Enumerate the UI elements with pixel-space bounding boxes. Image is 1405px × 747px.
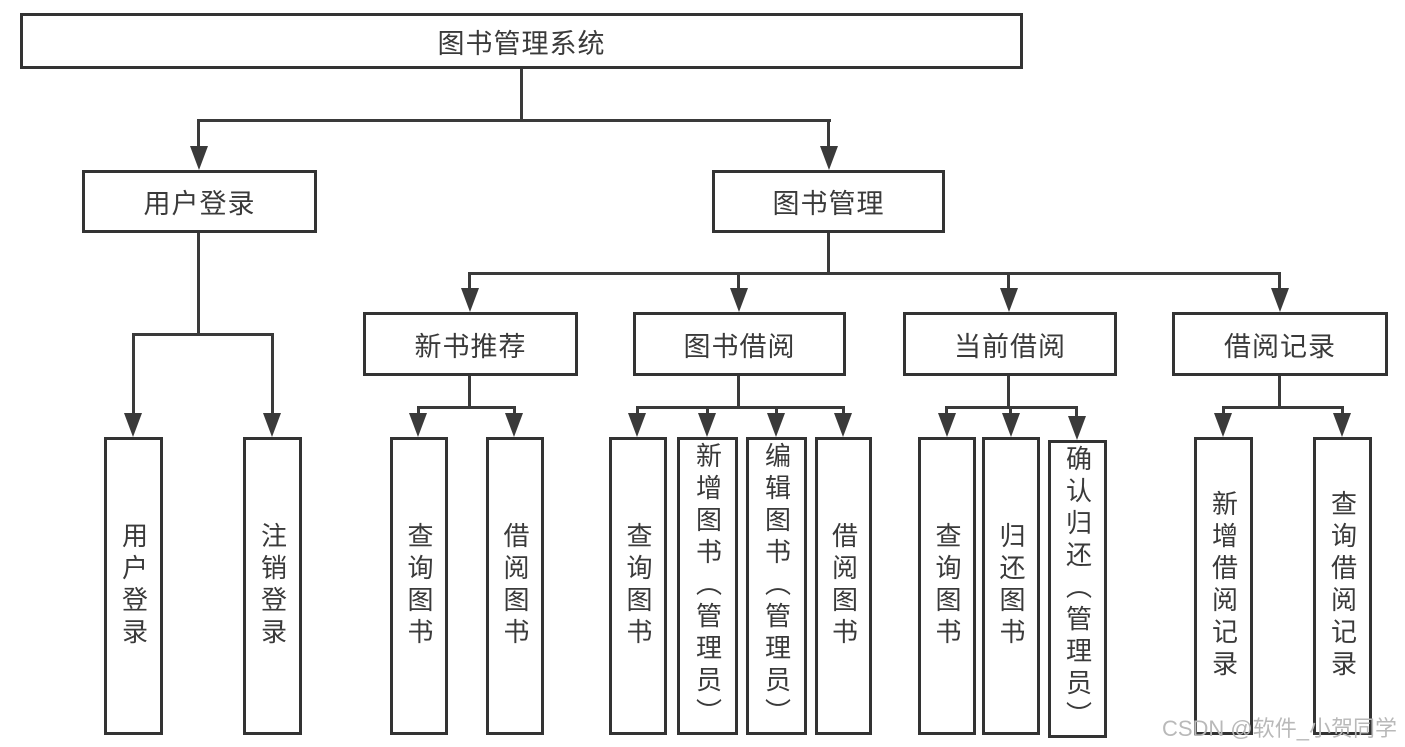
leaf-logout-login: 注销登录 xyxy=(243,437,302,735)
arrowhead-down-icon xyxy=(461,288,479,312)
leaf-edit-book-admin: 编辑图书（管理员） xyxy=(746,437,807,735)
arrowhead-down-icon xyxy=(1000,288,1018,312)
connector-line xyxy=(737,376,740,409)
connector-line xyxy=(197,119,831,122)
arrowhead-down-icon xyxy=(698,413,716,437)
connector-line xyxy=(636,406,845,409)
arrowhead-down-icon xyxy=(409,413,427,437)
arrowhead-down-icon xyxy=(263,413,281,437)
connector-line xyxy=(827,119,830,151)
leaf-add-borrow-record: 新增借阅记录 xyxy=(1194,437,1253,735)
arrowhead-down-icon xyxy=(1271,288,1289,312)
connector-line xyxy=(468,272,1281,275)
connector-line xyxy=(468,272,471,292)
connector-line xyxy=(1007,376,1010,409)
connector-line xyxy=(417,406,516,409)
connector-line xyxy=(706,406,709,418)
connector-line xyxy=(417,406,420,418)
connector-line xyxy=(842,406,845,418)
node-new-book-recommend: 新书推荐 xyxy=(363,312,578,376)
arrowhead-down-icon xyxy=(1214,413,1232,437)
node-book-borrowing: 图书借阅 xyxy=(633,312,846,376)
leaf-query-books: 查询图书 xyxy=(609,437,667,735)
connector-line xyxy=(1222,406,1344,409)
connector-line xyxy=(132,333,274,336)
leaf-borrow-books: 借阅图书 xyxy=(815,437,872,735)
connector-line xyxy=(197,119,200,151)
node-book-management: 图书管理 xyxy=(712,170,945,233)
node-library-management-system: 图书管理系统 xyxy=(20,13,1023,69)
leaf-query-books: 查询图书 xyxy=(918,437,976,735)
leaf-confirm-return-admin: 确认归还（管理员） xyxy=(1048,440,1107,738)
leaf-query-books: 查询图书 xyxy=(390,437,448,735)
leaf-query-borrow-record: 查询借阅记录 xyxy=(1313,437,1372,735)
arrowhead-down-icon xyxy=(1002,413,1020,437)
connector-line xyxy=(132,333,135,417)
connector-line xyxy=(468,376,471,409)
connector-line xyxy=(636,406,639,418)
connector-line xyxy=(737,272,740,292)
arrowhead-down-icon xyxy=(1333,413,1351,437)
arrowhead-down-icon xyxy=(505,413,523,437)
connector-line xyxy=(271,333,274,417)
connector-line xyxy=(827,233,830,275)
connector-line xyxy=(513,406,516,418)
arrowhead-down-icon xyxy=(820,146,838,170)
arrowhead-down-icon xyxy=(938,413,956,437)
connector-line xyxy=(945,406,948,418)
arrowhead-down-icon xyxy=(767,413,785,437)
connector-line xyxy=(197,233,200,336)
connector-line xyxy=(1222,406,1225,418)
arrowhead-down-icon xyxy=(190,146,208,170)
node-current-borrowing: 当前借阅 xyxy=(903,312,1117,376)
arrowhead-down-icon xyxy=(834,413,852,437)
arrowhead-down-icon xyxy=(124,413,142,437)
connector-line xyxy=(520,69,523,122)
connector-line xyxy=(1007,272,1010,292)
arrowhead-down-icon xyxy=(1068,416,1086,440)
leaf-add-book-admin: 新增图书（管理员） xyxy=(677,437,738,735)
csdn-watermark: CSDN @软件_小贺同学 xyxy=(1161,716,1397,741)
leaf-return-books: 归还图书 xyxy=(982,437,1040,735)
connector-line xyxy=(1075,406,1078,420)
connector-line xyxy=(1341,406,1344,418)
connector-line xyxy=(775,406,778,418)
connector-line xyxy=(1009,406,1012,418)
connector-line xyxy=(1278,272,1281,292)
leaf-user-login: 用户登录 xyxy=(104,437,163,735)
leaf-borrow-books: 借阅图书 xyxy=(486,437,544,735)
node-borrowing-records: 借阅记录 xyxy=(1172,312,1388,376)
connector-line xyxy=(1278,376,1281,409)
arrowhead-down-icon xyxy=(730,288,748,312)
node-user-login: 用户登录 xyxy=(82,170,317,233)
arrowhead-down-icon xyxy=(628,413,646,437)
